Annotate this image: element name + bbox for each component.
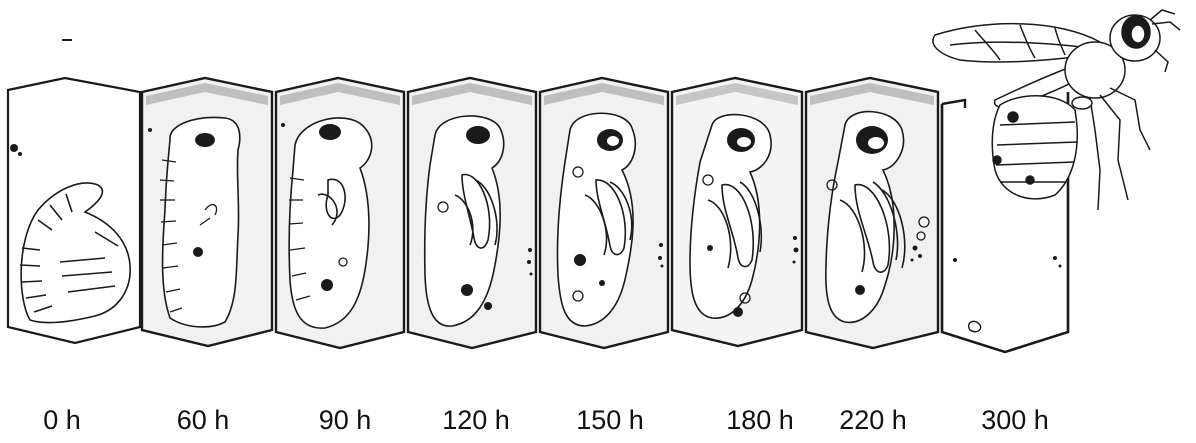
prepupa [163,117,240,326]
cell-debris [18,152,22,156]
time-axis: 0 h 60 h 90 h 120 h 150 h 180 h 220 h 30… [43,405,1049,435]
bee-leg [1110,88,1150,150]
eye-highlight [607,136,619,146]
time-label-90h: 90 h [319,405,372,435]
eye-spot [466,126,490,144]
cell-debris [148,128,152,132]
cell-stage-220 [806,78,938,348]
spiracle-spot [707,245,713,251]
eye-highlight [868,137,884,149]
spiracle-spot [733,307,743,317]
spiracle-spot [321,279,333,291]
bee-leg-segment [1072,97,1092,109]
time-label-120h: 120 h [442,405,510,435]
spiracle-spot [193,247,203,257]
spiracle-spot [574,254,586,266]
bee-spot [993,156,1001,164]
bee-spot [1026,176,1034,184]
spiracle-spot [484,302,492,310]
cell-stage-300 [933,10,1180,352]
spiracle-spot [855,285,865,295]
time-label-150h: 150 h [576,405,644,435]
eye-highlight [737,137,751,147]
time-label-300h: 300 h [981,405,1049,435]
cell-outline [8,78,140,343]
time-label-0h: 0 h [43,405,81,435]
cell-stage-180 [672,78,802,346]
cell-debris [10,144,18,152]
spiracle-spot [461,284,473,296]
eye-spot [195,133,215,147]
time-label-60h: 60 h [177,405,230,435]
spiracle-spot [599,280,605,286]
cell-stage-90 [276,78,404,348]
bee-mouthparts [1155,50,1168,72]
cell-stage-120 [408,78,536,348]
bee-eye-highlight [1131,25,1145,43]
cell-debris [281,123,285,127]
time-label-220h: 220 h [839,405,907,435]
bee-leg [1100,95,1128,200]
bee-abdomen [992,96,1077,199]
cell-stage-60 [142,78,272,346]
cell-stage-0 [8,78,140,343]
bee-spot [1008,112,1018,122]
eye-spot [319,124,341,140]
bee-leg [1090,98,1100,210]
time-label-180h: 180 h [726,405,794,435]
cell-stage-150 [540,78,668,348]
